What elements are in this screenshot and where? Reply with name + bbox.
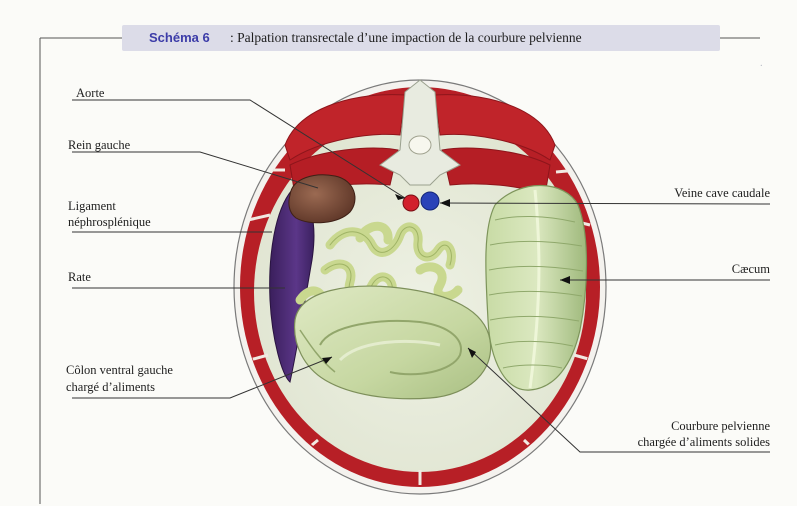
label-pelvic-flexure-line1: Courbure pelvienne [600, 419, 770, 434]
label-aorta: Aorte [76, 86, 104, 101]
label-spleen: Rate [68, 270, 91, 285]
label-caecum: Cæcum [690, 262, 770, 277]
label-colon-line1: Côlon ventral gauche [66, 363, 173, 378]
label-vena-cava: Veine cave caudale [624, 186, 770, 201]
label-left-kidney: Rein gauche [68, 138, 130, 153]
label-pelvic-flexure-line2: chargée d’aliments solides [560, 435, 770, 450]
label-ligament-line1: Ligament [68, 199, 116, 214]
label-ligament-line2: néphrosplénique [68, 215, 151, 230]
label-colon-line2: chargé d’aliments [66, 380, 155, 395]
vena-cava [421, 192, 439, 210]
aorta [403, 195, 419, 211]
